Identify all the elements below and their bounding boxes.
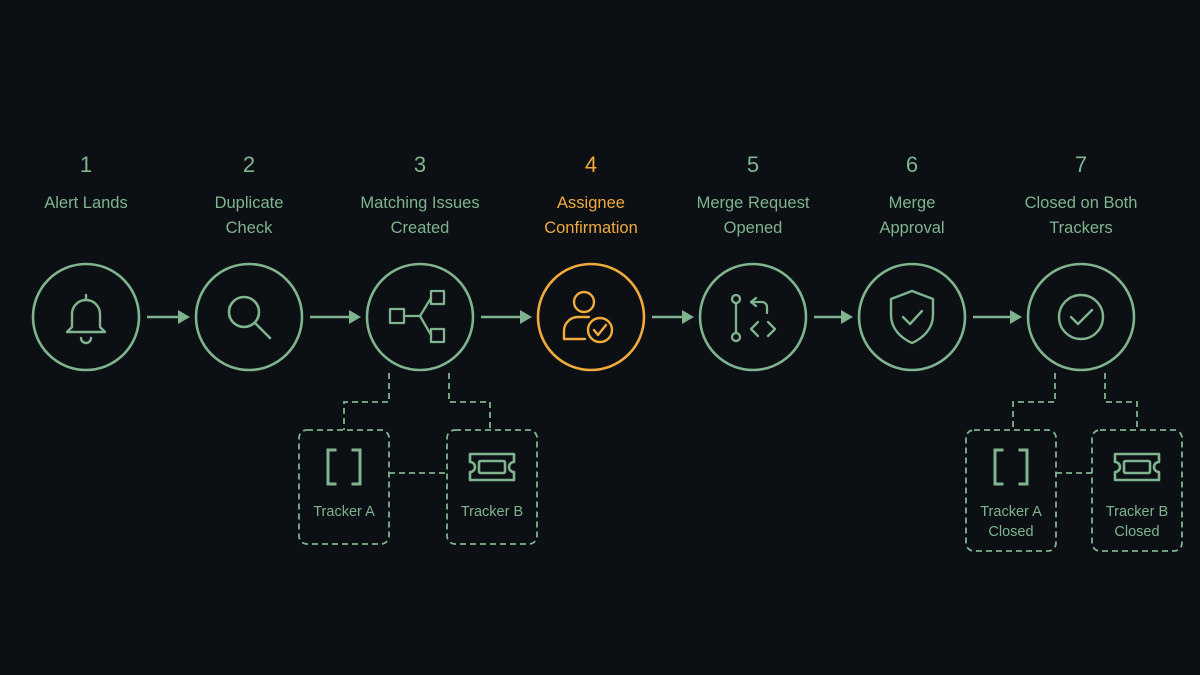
flow-arrow bbox=[814, 310, 853, 324]
ticket-icon bbox=[468, 452, 516, 482]
flow-arrow bbox=[147, 310, 190, 324]
tracker-connector bbox=[1012, 373, 1056, 430]
tracker-box-3-right: Tracker B bbox=[446, 373, 538, 545]
stage-number: 1 bbox=[80, 152, 92, 177]
stage-circle bbox=[857, 262, 967, 372]
shield-check-icon bbox=[889, 289, 935, 345]
stage-label-line: Confirmation bbox=[544, 219, 638, 237]
stage-circle bbox=[536, 262, 646, 372]
flow-arrow bbox=[310, 310, 361, 324]
stage-label-line: Trackers bbox=[1049, 219, 1113, 237]
stage-number: 6 bbox=[906, 152, 918, 177]
stage-label-line: Matching Issues bbox=[360, 194, 479, 212]
flow-arrow bbox=[481, 310, 532, 324]
tracker-label-line: Tracker A bbox=[313, 504, 375, 520]
stage-number: 3 bbox=[414, 152, 426, 177]
stage-label-line: Merge bbox=[889, 194, 936, 212]
stage-number: 4 bbox=[585, 152, 597, 177]
stage-circle bbox=[31, 262, 141, 372]
flow-arrow bbox=[652, 310, 694, 324]
tracker-box-7-right: Tracker B Closed bbox=[1091, 373, 1183, 552]
tracker-label-line: Tracker B bbox=[461, 504, 523, 520]
stage-circle bbox=[365, 262, 475, 372]
connectors bbox=[147, 310, 1022, 324]
tracker-label-line: Closed bbox=[1114, 524, 1159, 540]
stage-circle bbox=[1026, 262, 1136, 372]
stage-label-line: Opened bbox=[724, 219, 783, 237]
stage-label-line: Closed on Both bbox=[1025, 194, 1138, 212]
stage-label-line: Assignee bbox=[557, 194, 625, 212]
branch-icon bbox=[388, 289, 446, 344]
stage-label-line: Check bbox=[226, 219, 274, 237]
brackets-icon bbox=[993, 448, 1029, 486]
ticket-icon bbox=[1113, 452, 1161, 482]
tracker-connector bbox=[1104, 373, 1138, 430]
stage-label-line: Created bbox=[391, 219, 450, 237]
tracker-connector bbox=[448, 373, 491, 430]
check-circle-icon bbox=[1057, 293, 1105, 341]
stage-label-line: Alert Lands bbox=[44, 194, 127, 212]
tracker-box-border bbox=[298, 429, 390, 545]
stage-number: 2 bbox=[243, 152, 255, 177]
tracker-label-line: Tracker B bbox=[1106, 504, 1168, 520]
tracker-label-line: Closed bbox=[988, 524, 1033, 540]
brackets-icon bbox=[326, 448, 362, 486]
stage-circle bbox=[194, 262, 304, 372]
tracker-box-border bbox=[965, 429, 1057, 552]
tracker-connector bbox=[343, 373, 390, 430]
stage-number: 5 bbox=[747, 152, 759, 177]
user-check-icon bbox=[562, 290, 614, 344]
bell-icon bbox=[65, 293, 107, 345]
stage-label-line: Merge Request bbox=[697, 194, 810, 212]
stage-label-line: Approval bbox=[879, 219, 944, 237]
search-icon bbox=[227, 295, 272, 340]
tracker-label-line: Tracker A bbox=[980, 504, 1042, 520]
tracker-box-border bbox=[1091, 429, 1183, 552]
stage-label-line: Duplicate bbox=[215, 194, 284, 212]
tracker-box-3-left: Tracker A bbox=[298, 373, 390, 545]
merge-request-icon bbox=[730, 293, 777, 343]
stage-circle bbox=[698, 262, 808, 372]
stage-number: 7 bbox=[1075, 152, 1087, 177]
tracker-box-border bbox=[446, 429, 538, 545]
tracker-box-7-left: Tracker A Closed bbox=[965, 373, 1057, 552]
flow-arrow bbox=[973, 310, 1022, 324]
